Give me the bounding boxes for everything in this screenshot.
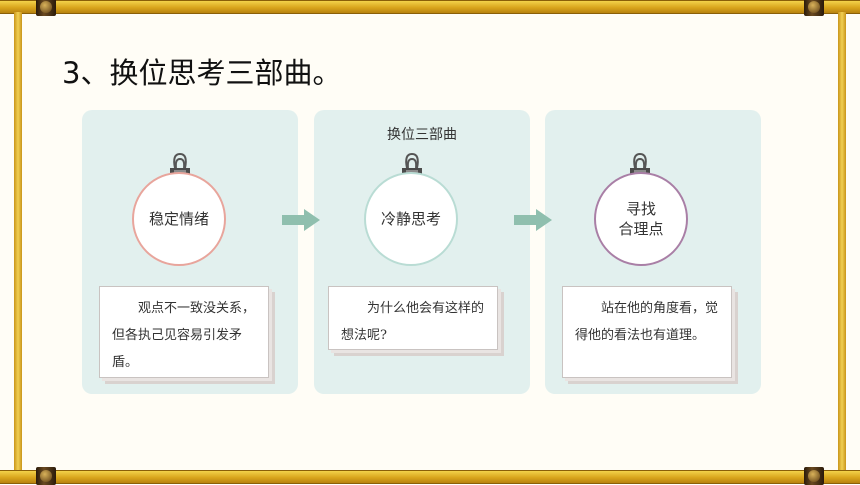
step-1-note: 观点不一致没关系，但各执己见容易引发矛盾。	[99, 286, 269, 378]
step-2-note: 为什么他会有这样的想法呢?	[328, 286, 498, 350]
step-3-note: 站在他的角度看，觉得他的看法也有道理。	[562, 286, 732, 378]
scroll-cap-top-right-icon	[804, 0, 824, 16]
diagram-heading: 换位三部曲	[387, 127, 457, 143]
scroll-cap-bottom-right-icon	[804, 467, 824, 485]
step-2-tag: 冷静思考	[364, 172, 458, 266]
step-1-tag: 稳定情绪	[132, 172, 226, 266]
scroll-frame-left	[14, 12, 22, 470]
step-2-note-text: 为什么他会有这样的想法呢?	[341, 301, 485, 343]
scroll-cap-top-left-icon	[36, 0, 56, 16]
scroll-rod-top	[0, 0, 860, 14]
scroll-frame-right	[838, 12, 846, 470]
step-3-note-text: 站在他的角度看，觉得他的看法也有道理。	[575, 301, 719, 343]
step-1-note-text: 观点不一致没关系，但各执己见容易引发矛盾。	[112, 301, 256, 370]
step-2-label: 冷静思考	[380, 209, 441, 228]
scroll-rod-bottom	[0, 470, 860, 484]
step-1-label: 稳定情绪	[148, 209, 209, 228]
right-arrow-icon	[282, 209, 320, 231]
step-3-tag: 寻找 合理点	[594, 172, 688, 266]
right-arrow-icon	[514, 209, 552, 231]
scroll-cap-bottom-left-icon	[36, 467, 56, 485]
page-title: 3、换位思考三部曲。	[62, 56, 342, 90]
step-3-label: 寻找 合理点	[618, 199, 664, 238]
